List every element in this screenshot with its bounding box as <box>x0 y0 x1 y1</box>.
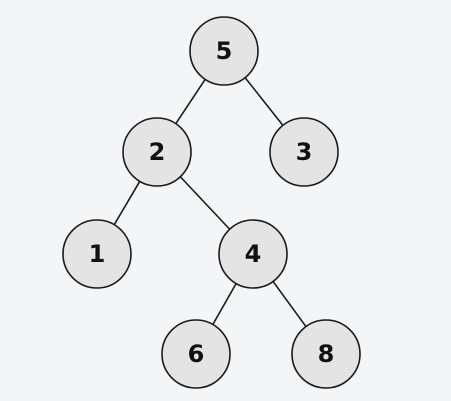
tree-node-label: 8 <box>318 340 335 368</box>
tree-node-label: 3 <box>296 138 313 166</box>
tree-edge <box>113 180 141 226</box>
tree-node-label: 1 <box>89 240 106 268</box>
tree-node-circle <box>161 319 231 389</box>
tree-node: 1 <box>62 219 132 289</box>
tree-node-label: 6 <box>188 340 205 368</box>
tree-edge <box>272 280 307 328</box>
tree-node: 5 <box>189 16 259 86</box>
tree-nodes: 5 2 3 1 4 6 8 <box>62 16 361 389</box>
tree-node-circle <box>218 219 288 289</box>
tree-edge <box>212 282 237 326</box>
tree-node-label: 4 <box>245 240 262 268</box>
tree-edges <box>113 76 307 328</box>
tree-node-circle <box>291 319 361 389</box>
tree-edge <box>174 78 207 125</box>
tree-node: 2 <box>122 117 192 187</box>
tree-node-circle <box>269 117 339 187</box>
tree-node-circle <box>189 16 259 86</box>
tree-edge <box>244 76 284 127</box>
tree-node: 8 <box>291 319 361 389</box>
tree-node-label: 2 <box>149 138 166 166</box>
tree-node: 6 <box>161 319 231 389</box>
tree-edge <box>179 175 231 231</box>
tree-node: 4 <box>218 219 288 289</box>
tree-node-label: 5 <box>216 37 233 65</box>
tree-node-circle <box>122 117 192 187</box>
tree-node: 3 <box>269 117 339 187</box>
tree-node-circle <box>62 219 132 289</box>
